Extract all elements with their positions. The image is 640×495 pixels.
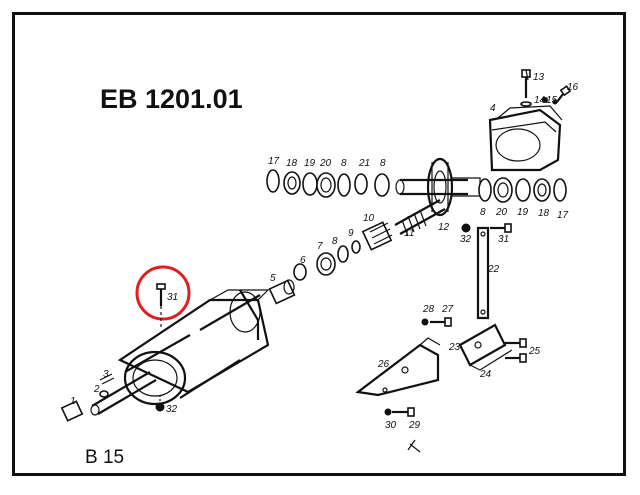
callout-8-top-right: 8	[380, 158, 386, 169]
callout-32-lower: 32	[166, 404, 178, 415]
callout-30: 30	[385, 420, 397, 431]
callout-23: 23	[448, 342, 461, 353]
callout-2: 2	[93, 384, 100, 395]
bolt-16	[556, 85, 572, 103]
callout-8-top-left: 8	[341, 158, 347, 169]
callout-3: 3	[103, 369, 109, 380]
link-rod-22	[476, 226, 490, 320]
bearing-7	[316, 252, 336, 276]
callout-18-left: 18	[286, 158, 298, 169]
callout-13: 13	[533, 72, 545, 83]
axle-shaft	[60, 371, 157, 422]
highlight-circle	[135, 265, 191, 321]
callout-24: 24	[479, 369, 492, 380]
callout-17-left: 17	[268, 156, 280, 167]
nut-32-lower	[155, 402, 165, 412]
page-code: B 15	[85, 447, 124, 468]
callout-20-left: 20	[319, 158, 332, 169]
callout-19-left: 19	[304, 158, 316, 169]
axle-housing	[117, 289, 270, 406]
bearing-row-right	[478, 177, 567, 203]
callout-19-right: 19	[517, 207, 529, 218]
washer-14	[542, 97, 548, 103]
cover-housing-4	[488, 101, 563, 172]
callout-32-upper: 32	[460, 234, 472, 245]
callout-10: 10	[363, 213, 375, 224]
sleeve-5	[268, 279, 296, 305]
callout-28: 28	[422, 304, 435, 315]
bolt-31-upper	[490, 223, 512, 233]
washer-8	[337, 245, 349, 263]
leader-lines	[407, 69, 529, 453]
callout-15: 15	[546, 95, 558, 106]
bolts-25	[505, 338, 527, 363]
callout-29: 29	[408, 420, 421, 431]
callout-12: 12	[438, 222, 450, 233]
diagram-title: EB 1201.01	[100, 84, 243, 114]
callout-8-lower: 8	[332, 236, 338, 247]
callout-labels: 1 2 3 4 5 6 7 8 9 10 11 12 13 14 15 16 1…	[70, 72, 579, 431]
bolt-29	[392, 407, 415, 417]
callout-5: 5	[270, 273, 276, 284]
callout-7: 7	[317, 241, 323, 252]
callout-8-right: 8	[480, 207, 486, 218]
callout-1: 1	[70, 396, 76, 407]
callout-17-right: 17	[557, 210, 569, 221]
callout-26: 26	[377, 359, 390, 370]
breather-13	[521, 69, 531, 98]
callout-6: 6	[300, 255, 306, 266]
page-border	[12, 12, 626, 476]
callout-22: 22	[487, 264, 500, 275]
bearing-row-left	[266, 169, 390, 198]
callout-14: 14	[534, 95, 546, 106]
callout-4: 4	[490, 103, 496, 114]
bracket-26	[355, 337, 441, 397]
bolt-27	[430, 317, 452, 327]
nut-32-upper	[461, 223, 471, 233]
callout-11: 11	[404, 228, 414, 239]
callout-16: 16	[567, 82, 579, 93]
highlighted-bolt-31	[135, 265, 191, 330]
callout-18-right: 18	[538, 208, 550, 219]
bracket-23-24	[458, 323, 513, 371]
callout-20-right: 20	[495, 207, 508, 218]
part-6	[293, 263, 307, 281]
ring-9	[351, 240, 361, 254]
callout-21: 21	[358, 158, 370, 169]
differential-carrier-12	[395, 157, 481, 217]
washer-28	[421, 318, 429, 326]
callout-31-highlighted: 31	[167, 292, 178, 303]
callout-25: 25	[528, 346, 541, 357]
callout-27: 27	[441, 304, 454, 315]
bearing-10	[361, 221, 393, 251]
callout-31-upper: 31	[498, 234, 509, 245]
washer-30	[384, 408, 392, 416]
callout-9: 9	[348, 228, 354, 239]
